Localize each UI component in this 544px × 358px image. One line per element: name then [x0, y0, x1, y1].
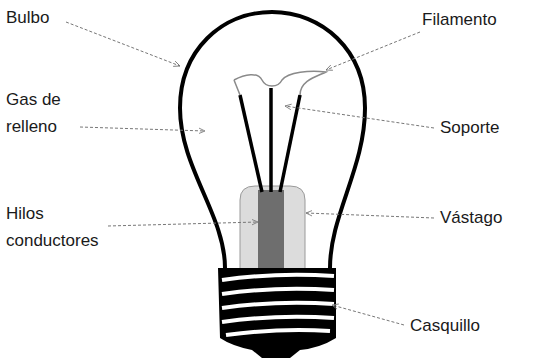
part-label: Vástago	[440, 204, 540, 231]
leader-lines	[66, 22, 434, 325]
screw-base	[218, 268, 336, 358]
part-label: Gas de relleno	[6, 86, 78, 140]
filament	[234, 80, 240, 95]
filament	[234, 71, 326, 95]
part-label: Casquillo	[410, 312, 530, 339]
part-label: Soporte	[440, 114, 540, 141]
screw-threads	[222, 275, 334, 335]
part-label: Bulbo	[6, 4, 86, 31]
filament-wires	[240, 88, 300, 192]
part-label: Filamento	[422, 6, 532, 33]
part-label: Hilos conductores	[6, 200, 106, 254]
stem	[240, 186, 305, 270]
lead-wires	[258, 190, 284, 270]
